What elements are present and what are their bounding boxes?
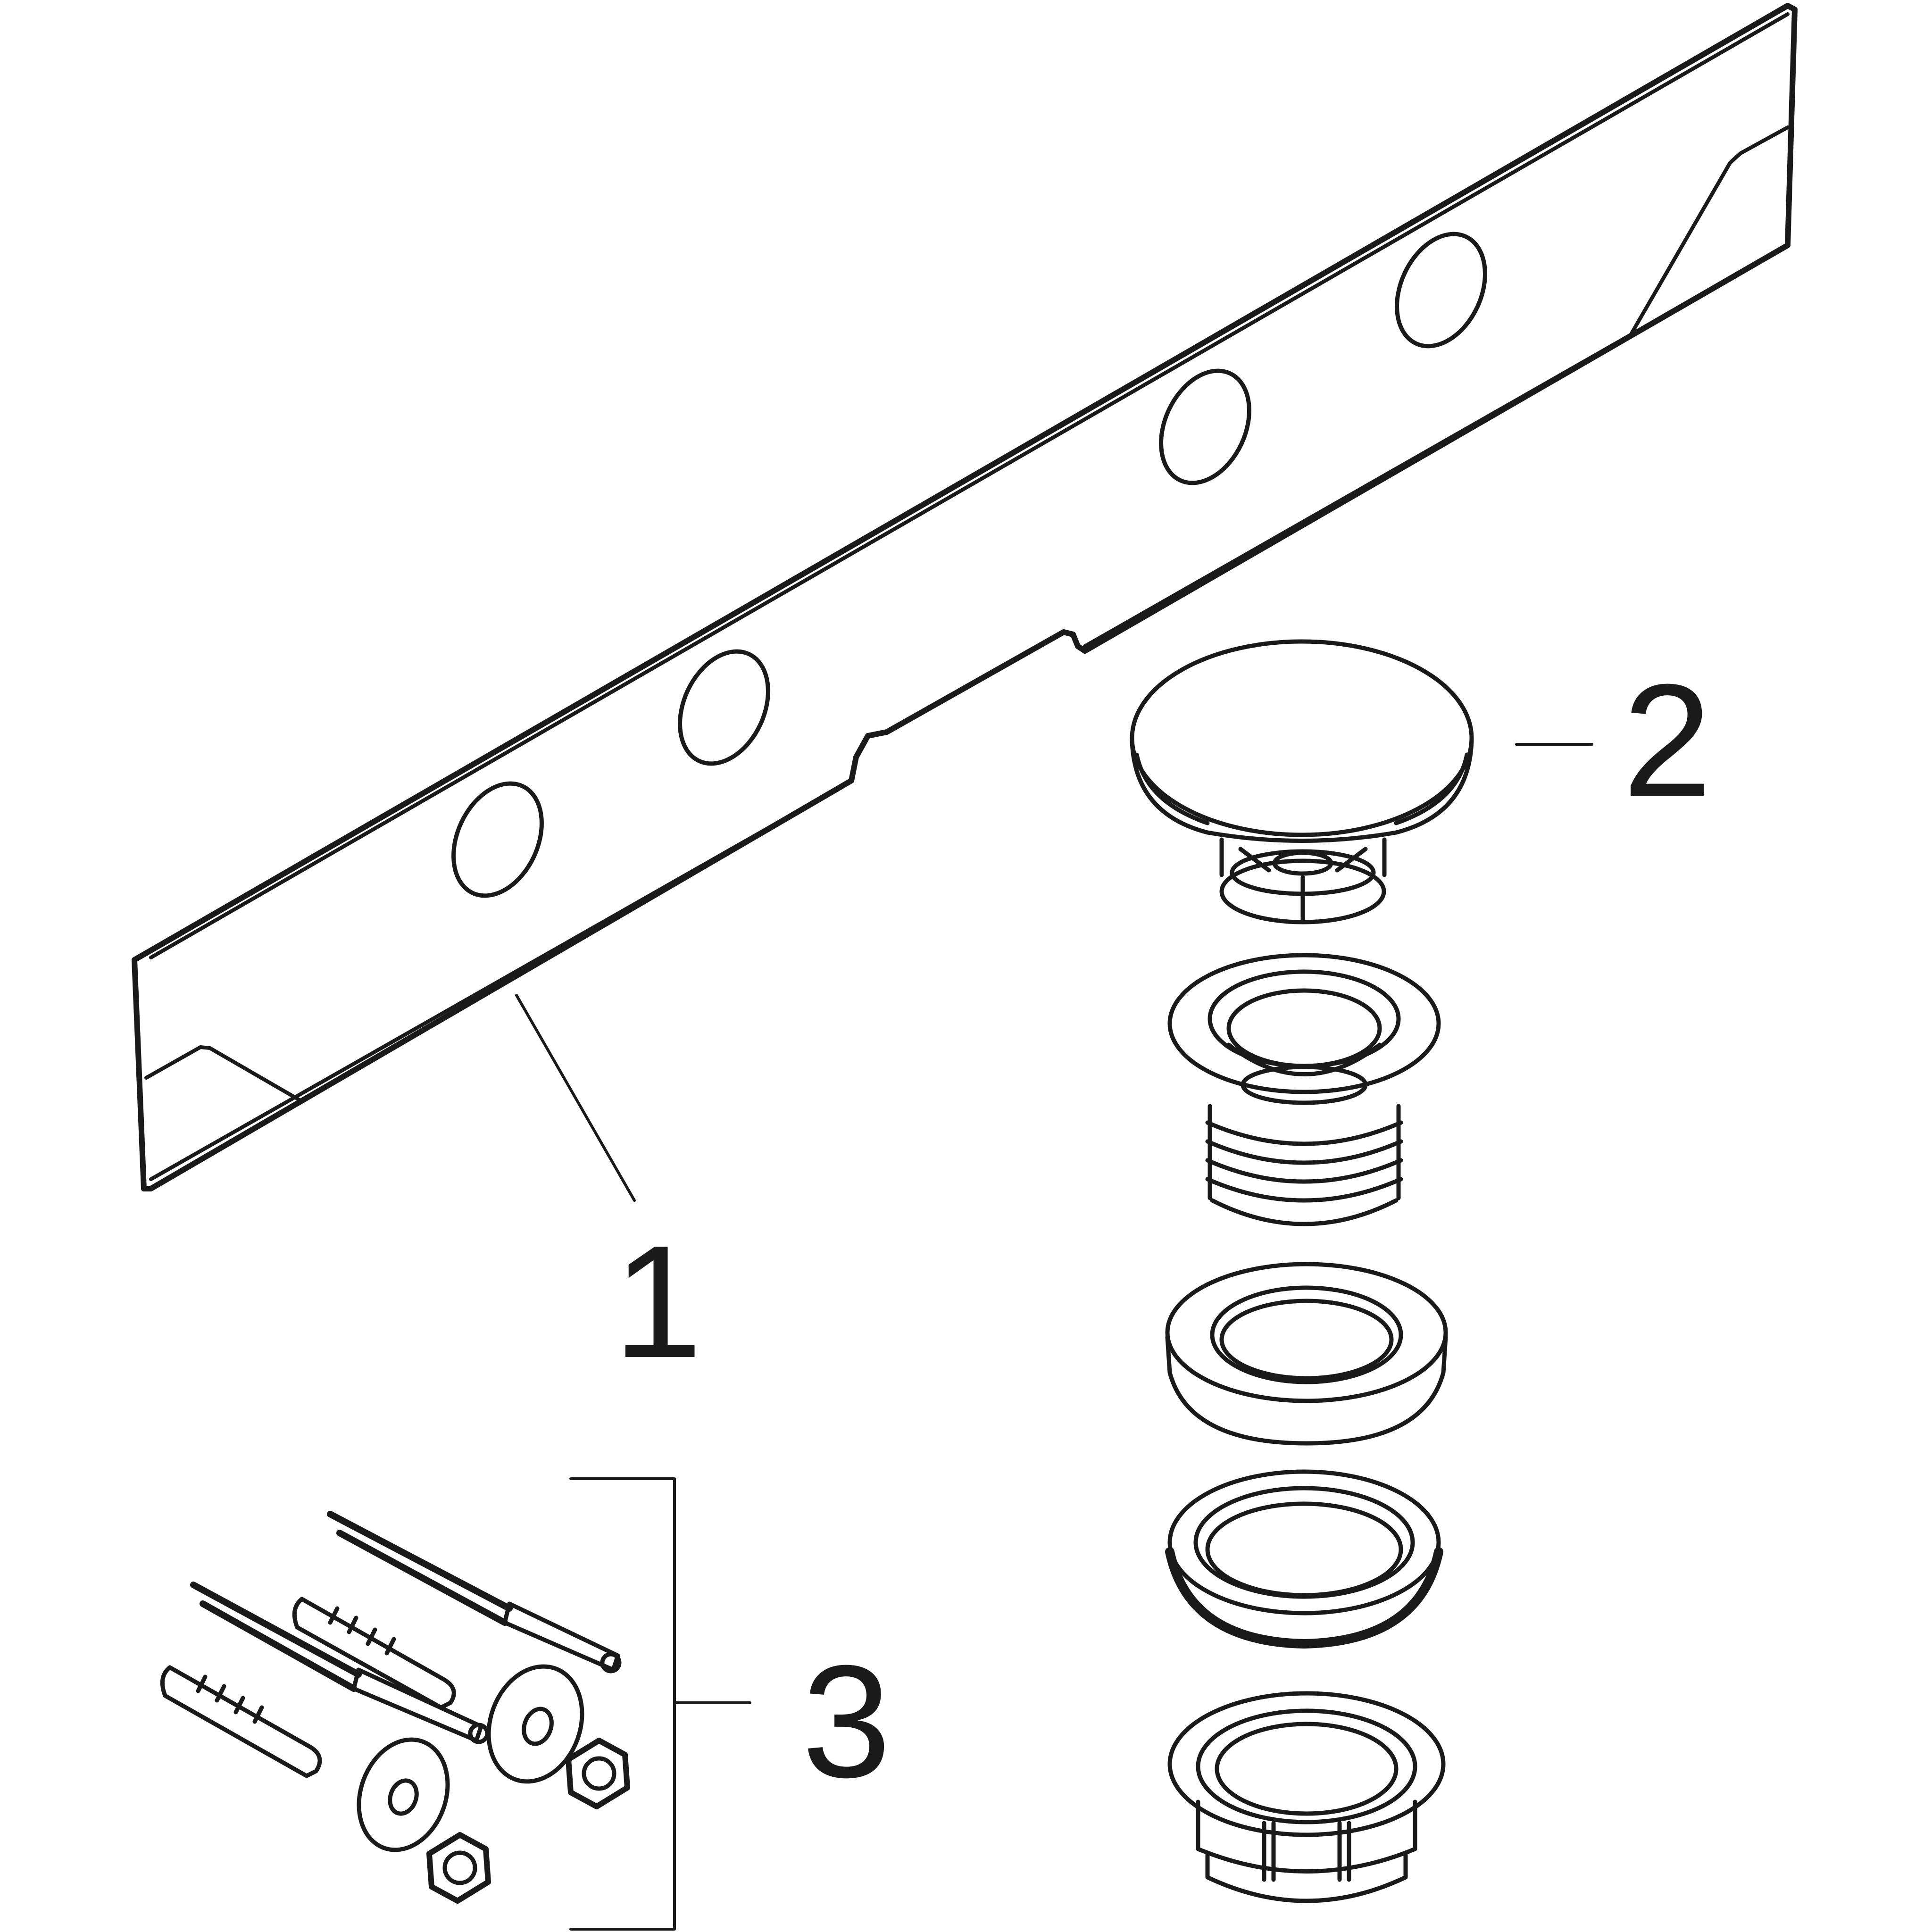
washer-outer (344, 1727, 462, 1862)
nut-hex (568, 1740, 627, 1807)
rail-top-inner-edge (151, 14, 1788, 958)
nut-hex-body (1198, 1802, 1415, 1872)
seal-inner-lip (1208, 1504, 1401, 1595)
cap-stem (1222, 840, 1384, 875)
body-thread-3 (1208, 1160, 1401, 1182)
nut-collar (1198, 1711, 1415, 1822)
rail-top-edge (134, 6, 1795, 1189)
valve-nut (1170, 1693, 1443, 1901)
nut-bore (445, 1853, 475, 1883)
nut-hex (429, 1835, 488, 1901)
washer-edge (1167, 1337, 1446, 1443)
nut-hole (1217, 1724, 1396, 1814)
valve-body (1170, 955, 1439, 1224)
body-throat-opening (1243, 1067, 1366, 1103)
fixing-set (162, 1479, 750, 1929)
mounting-rail (134, 6, 1795, 1200)
wall-plug-lower (162, 1667, 320, 1776)
cap-rim-inner (1137, 755, 1467, 823)
callout-label-3: 3 (802, 1632, 891, 1811)
mounting-hole (663, 637, 785, 778)
fixing-set-bracket (571, 1479, 750, 1929)
callout-label-1: 1 (613, 1212, 703, 1391)
screw-thread (330, 1514, 509, 1623)
rail-left-flange (146, 1047, 302, 1101)
body-thread-5 (1212, 1200, 1396, 1224)
washer-hole-inner (1222, 1301, 1391, 1378)
cap-rim (1132, 741, 1472, 841)
screw-upper (330, 1514, 619, 1671)
body-flange (1170, 955, 1439, 1092)
washer-upper (473, 1653, 598, 1795)
plug-ribs (330, 1608, 394, 1653)
nut-bottom (1208, 1854, 1406, 1901)
seal-thickness (1170, 1552, 1439, 1644)
washer-lower (344, 1727, 462, 1862)
nut-hex-facets (1264, 1823, 1349, 1880)
wall-plug-upper (294, 1599, 454, 1707)
washer-hole (1212, 1288, 1401, 1382)
body-flange-lip (1229, 991, 1380, 1066)
screw-shank (354, 1670, 481, 1740)
body-thread-1 (1208, 1123, 1401, 1144)
screw-lower (193, 1585, 487, 1742)
plug-body (162, 1667, 320, 1776)
body-throat (1229, 1045, 1380, 1074)
mounting-hole (436, 769, 559, 910)
waste-valve-set (1132, 641, 1592, 1901)
plug-ribs (198, 1677, 262, 1722)
mounting-hole (1144, 357, 1266, 497)
callout-label-2: 2 (1623, 651, 1712, 830)
nut-top (1170, 1693, 1443, 1835)
washer-outer (473, 1653, 598, 1795)
washer-top (1167, 1264, 1446, 1401)
cap-stem-rib (1241, 849, 1366, 922)
screw-end (602, 1654, 619, 1671)
rail-bottom-edge (151, 245, 1788, 1179)
screw-thread (193, 1585, 358, 1689)
leader-line-1 (516, 995, 634, 1200)
mounting-hole (1380, 220, 1502, 360)
cap-top (1132, 641, 1472, 835)
hex-nut-upper (568, 1740, 627, 1807)
seal-ring (1170, 1472, 1439, 1644)
body-thread-4 (1208, 1179, 1401, 1200)
plug-body (294, 1599, 454, 1707)
washer-hole (385, 1777, 421, 1817)
rail-mounting-holes (436, 220, 1502, 910)
seal-outer (1170, 1472, 1439, 1613)
cap-stem-core (1274, 853, 1331, 874)
flat-washer (1167, 1264, 1446, 1443)
washer-hole (519, 1705, 557, 1748)
rail-right-flange (1632, 127, 1788, 333)
valve-cap (1132, 641, 1472, 922)
body-thread-2 (1208, 1141, 1401, 1163)
hex-nut-lower (429, 1835, 488, 1901)
nut-bore (584, 1758, 614, 1789)
